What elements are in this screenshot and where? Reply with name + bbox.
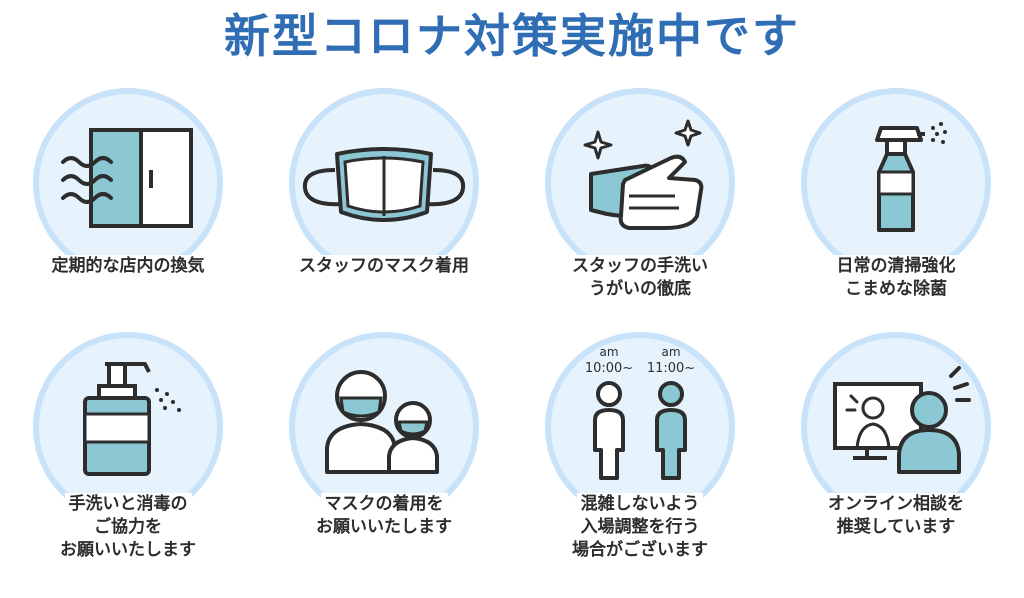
- icon-ring: [289, 332, 479, 522]
- time-slot-people-icon: am 10:00~ am 11:00~: [585, 345, 695, 480]
- card-label: オンライン相談を 推奨しています: [768, 493, 1024, 539]
- label-line-2: お願いいたします: [312, 516, 456, 539]
- icon-ring: [801, 332, 991, 522]
- card-label: 日常の清掃強化 こまめな除菌: [768, 255, 1024, 301]
- label-line-3: お願いいたします: [56, 539, 200, 562]
- card-online: オンライン相談を 推奨しています: [768, 332, 1024, 582]
- label-line-1: 定期的な店内の換気: [47, 255, 209, 278]
- hand-washing-icon: [583, 119, 704, 230]
- icon-ring: am 10:00~ am 11:00~: [545, 332, 735, 522]
- icon-ring: [33, 88, 223, 278]
- card-cleaning: 日常の清掃強化 こまめな除菌: [768, 88, 1024, 338]
- label-line-1: スタッフのマスク着用: [295, 255, 473, 278]
- time-slot-1-prefix: am: [599, 345, 618, 359]
- time-slot-1: 10:00~: [585, 361, 633, 376]
- icon-ring: [289, 88, 479, 278]
- card-label: スタッフのマスク着用: [256, 255, 512, 278]
- label-line-2: うがいの徹底: [585, 278, 695, 301]
- card-label: スタッフの手洗い うがいの徹底: [512, 255, 768, 301]
- label-line-3: 場合がございます: [568, 539, 712, 562]
- card-label: 手洗いと消毒の ご協力を お願いいたします: [0, 493, 256, 562]
- card-staff-mask: スタッフのマスク着用: [256, 88, 512, 338]
- card-admission: am 10:00~ am 11:00~ 混雑しないよう 入場調整を行う 場合がご…: [512, 332, 768, 582]
- label-line-1: スタッフの手洗い: [568, 255, 712, 278]
- face-mask-icon: [302, 147, 466, 222]
- label-line-2: こまめな除菌: [841, 278, 951, 301]
- label-line-2: 推奨しています: [832, 516, 960, 539]
- card-label: マスクの着用を お願いいたします: [256, 493, 512, 539]
- icon-ring: [33, 332, 223, 522]
- card-customer-mask: マスクの着用を お願いいたします: [256, 332, 512, 582]
- label-line-1: 手洗いと消毒の: [64, 493, 192, 516]
- time-slot-2-prefix: am: [661, 345, 680, 359]
- label-line-1: 日常の清掃強化: [832, 255, 960, 278]
- label-line-1: オンライン相談を: [824, 493, 968, 516]
- spray-bottle-icon: [875, 122, 947, 232]
- label-line-1: 混雑しないよう: [576, 493, 704, 516]
- time-slot-2: 11:00~: [647, 361, 695, 376]
- card-label: 定期的な店内の換気: [0, 255, 256, 278]
- card-sanitize: 手洗いと消毒の ご協力を お願いいたします: [0, 332, 256, 582]
- card-label: 混雑しないよう 入場調整を行う 場合がございます: [512, 493, 768, 562]
- label-line-2: ご協力を: [90, 516, 166, 539]
- window-ventilation-icon: [61, 128, 193, 228]
- label-line-1: マスクの着用を: [320, 493, 448, 516]
- icon-ring: [545, 88, 735, 278]
- sanitizer-pump-icon: [83, 362, 181, 476]
- card-hand-washing: スタッフの手洗い うがいの徹底: [512, 88, 768, 338]
- card-ventilation: 定期的な店内の換気: [0, 88, 256, 338]
- icon-ring: [801, 88, 991, 278]
- page-title: 新型コロナ対策実施中です: [224, 9, 800, 63]
- masked-people-icon: [325, 370, 439, 474]
- label-line-2: 入場調整を行う: [576, 516, 704, 539]
- online-consultation-icon: [833, 366, 971, 474]
